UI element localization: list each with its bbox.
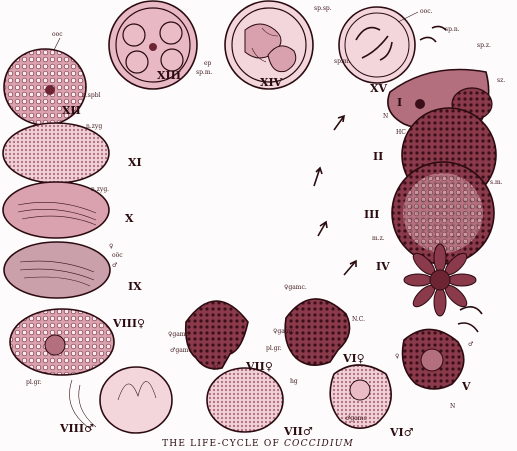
stage-label-XIII: XIII [157, 69, 181, 82]
label-sm: s.m. [490, 179, 503, 186]
stage-VIIIf-cell [10, 309, 114, 375]
label-sp-m: sp.m. [196, 69, 213, 76]
stage-label-VIIIf: VIII♀ [112, 317, 145, 330]
label-pl-gr: pl.gr. [26, 379, 42, 386]
leader-ooc-tl [54, 38, 60, 50]
caption-species: COCCIDIUM [284, 439, 354, 449]
label-n-zyg-2: n.zyg. [91, 186, 109, 193]
stage-VIIm-cell [207, 368, 283, 432]
label-m-gamc: ♂gamc [170, 347, 192, 354]
stage-label-X: X [125, 212, 134, 225]
label-female-ix: ♀ [109, 243, 113, 250]
label-m-gamc-bottom: ♂gamc [345, 415, 367, 422]
label-sp-n: sp.n. [445, 26, 460, 33]
stage-XV-cyst [339, 7, 446, 83]
label-f-gamc-mid: ♀gamc [273, 328, 294, 335]
label-female-v: ♀ [395, 353, 399, 360]
stage-label-IV: IV [376, 260, 390, 273]
stage-label-VIm: VI♂ [389, 426, 414, 439]
label-N-v: N [450, 403, 455, 410]
label-ooc-ix: oöc [112, 252, 123, 259]
label-hg: hg [290, 378, 298, 385]
label-n-spbl: n.spbl [82, 92, 101, 99]
label-pl-gr-mid: pl.gr. [266, 345, 282, 352]
label-ooc-top: ooc. [420, 8, 433, 15]
label-male-ix: ♂ [112, 262, 117, 269]
stage-label-VIIm: VII♂ [283, 425, 313, 438]
stage-IV-merozoite-rosette [404, 244, 482, 332]
figure-caption: THE LIFE-CYCLE OF COCCIDIUM [162, 439, 354, 449]
stage-XI-cell [3, 123, 109, 183]
label-N-bottom: N [213, 365, 218, 372]
label-sp-z: sp.z. [477, 42, 491, 49]
cycle-arrows [314, 116, 356, 275]
label-f-gamc-left: ♀gamc [168, 331, 189, 338]
label-sz: sz. [497, 77, 505, 84]
label-n-zyg-1: n.zyg [86, 123, 102, 130]
stage-label-XII: XII [62, 104, 81, 117]
label-HC: HC [396, 129, 406, 136]
label-sp-sp: sp.sp. [314, 5, 332, 12]
stage-label-VIIf: VII♀ [245, 360, 273, 373]
label-ep: ep [204, 60, 212, 67]
label-mz: m.z. [372, 235, 385, 242]
label-NC: N.C. [352, 316, 365, 323]
stage-label-XV: XV [370, 82, 388, 95]
label-male-v: ♂ [468, 341, 473, 348]
stage-IX-cell [4, 242, 110, 298]
stage-label-II: II [373, 150, 383, 163]
stage-VIf-cell [285, 299, 349, 365]
stage-V-cell [403, 329, 464, 389]
stage-label-IX: IX [128, 280, 142, 293]
label-sp-m-right: sp.m. [334, 58, 351, 65]
label-ooc-tl: ooc [52, 31, 63, 38]
stage-label-I: I [397, 96, 402, 109]
stage-label-VIIIm: VIII♂ [59, 422, 94, 435]
stage-label-VIf: VI♀ [342, 352, 365, 365]
stage-label-V: V [461, 380, 471, 393]
stage-XIII-cyst [109, 1, 197, 89]
stage-label-XI: XI [128, 156, 142, 169]
caption-prefix: THE LIFE-CYCLE OF [162, 439, 280, 449]
label-N-right: N [383, 113, 388, 120]
stage-label-III: III [364, 208, 379, 221]
label-f-gamc-top: ♀gamc. [284, 284, 307, 291]
stage-label-XIV: XIV [260, 76, 283, 89]
stage-VIIf-cell [186, 301, 248, 369]
